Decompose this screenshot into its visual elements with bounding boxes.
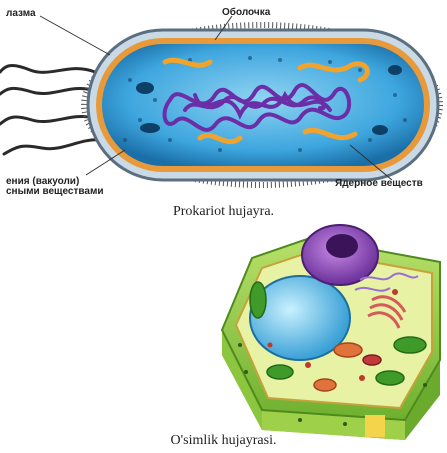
label-plasma: лазма bbox=[6, 8, 36, 19]
label-capsule: Оболочка bbox=[222, 7, 270, 18]
prokaryote-cell bbox=[0, 16, 440, 185]
plant-cell-caption: O'simlik hujayrasi. bbox=[0, 433, 447, 449]
label-nucleoid: Ядерное веществ bbox=[335, 178, 423, 189]
prokaryote-caption: Prokariot hujayra. bbox=[0, 204, 447, 220]
plant-cell bbox=[222, 225, 440, 440]
nucleolus bbox=[326, 234, 358, 258]
label-vacuoles-line2: сными веществами bbox=[6, 186, 104, 197]
flagella bbox=[0, 66, 100, 154]
